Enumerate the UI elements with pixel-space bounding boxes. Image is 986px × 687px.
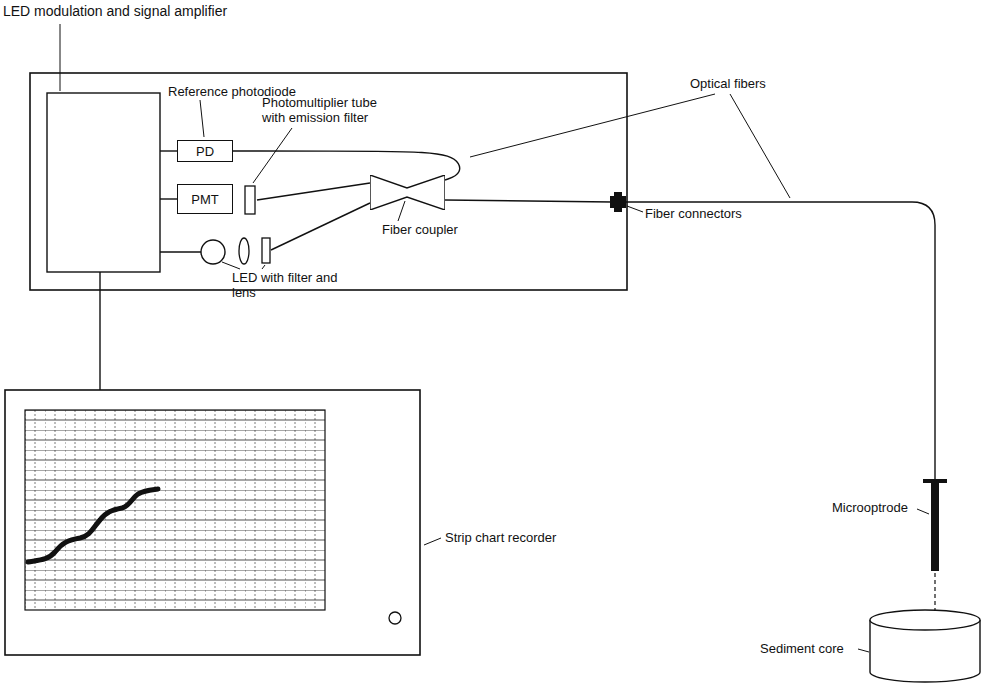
sediment-core <box>870 610 980 682</box>
optical-fiber <box>445 200 612 202</box>
part-label: Photomultiplier tube with emission filte… <box>262 95 402 125</box>
optical-fiber <box>271 203 370 250</box>
led-symbol <box>201 240 225 264</box>
optical-fiber <box>626 202 935 480</box>
leader-line <box>222 262 240 269</box>
emission-filter <box>245 186 255 214</box>
leader-line <box>917 509 929 514</box>
instrument-housing <box>30 73 627 290</box>
part-label: Strip chart recorder <box>445 530 595 545</box>
leader-line <box>424 538 441 545</box>
leader-line <box>200 100 204 137</box>
modulation-box <box>47 93 160 272</box>
part-label: Microoptrode <box>832 500 932 515</box>
leader-line <box>262 265 265 269</box>
leader-line <box>398 201 405 221</box>
lens-symbol <box>239 238 249 264</box>
optical-fiber <box>257 183 370 200</box>
leader-line <box>730 94 790 198</box>
wire <box>160 150 177 151</box>
pmt-box: PMT <box>177 184 233 214</box>
part-label: LED modulation and signal amplifier <box>3 4 303 19</box>
coupler-outline <box>370 175 445 210</box>
part-label: LED with filter and lens <box>232 270 362 300</box>
led-filter <box>262 238 270 263</box>
strip-chart-recorder <box>5 390 420 655</box>
part-label: Fiber coupler <box>382 222 458 237</box>
leader-line <box>627 206 643 212</box>
fiber-coupler: Fiber coupler <box>370 175 445 210</box>
microoptrode <box>931 481 939 571</box>
wire <box>99 272 100 390</box>
leader-line <box>253 128 292 183</box>
part-label: Sediment core <box>760 641 870 656</box>
photodiode-box: PD <box>177 140 233 162</box>
optrode-tip <box>934 573 935 610</box>
leader-line <box>60 24 61 91</box>
box-label: PMT <box>191 192 218 207</box>
part-label: Fiber connectors <box>645 206 785 221</box>
part-label: Optical fibers <box>690 76 810 91</box>
optical-fiber <box>233 151 460 180</box>
wire <box>160 198 177 199</box>
box-label: PD <box>196 144 214 159</box>
wire <box>160 251 201 252</box>
leader-line <box>858 649 869 652</box>
leader-line <box>470 94 715 157</box>
fiber-connector <box>610 192 626 212</box>
